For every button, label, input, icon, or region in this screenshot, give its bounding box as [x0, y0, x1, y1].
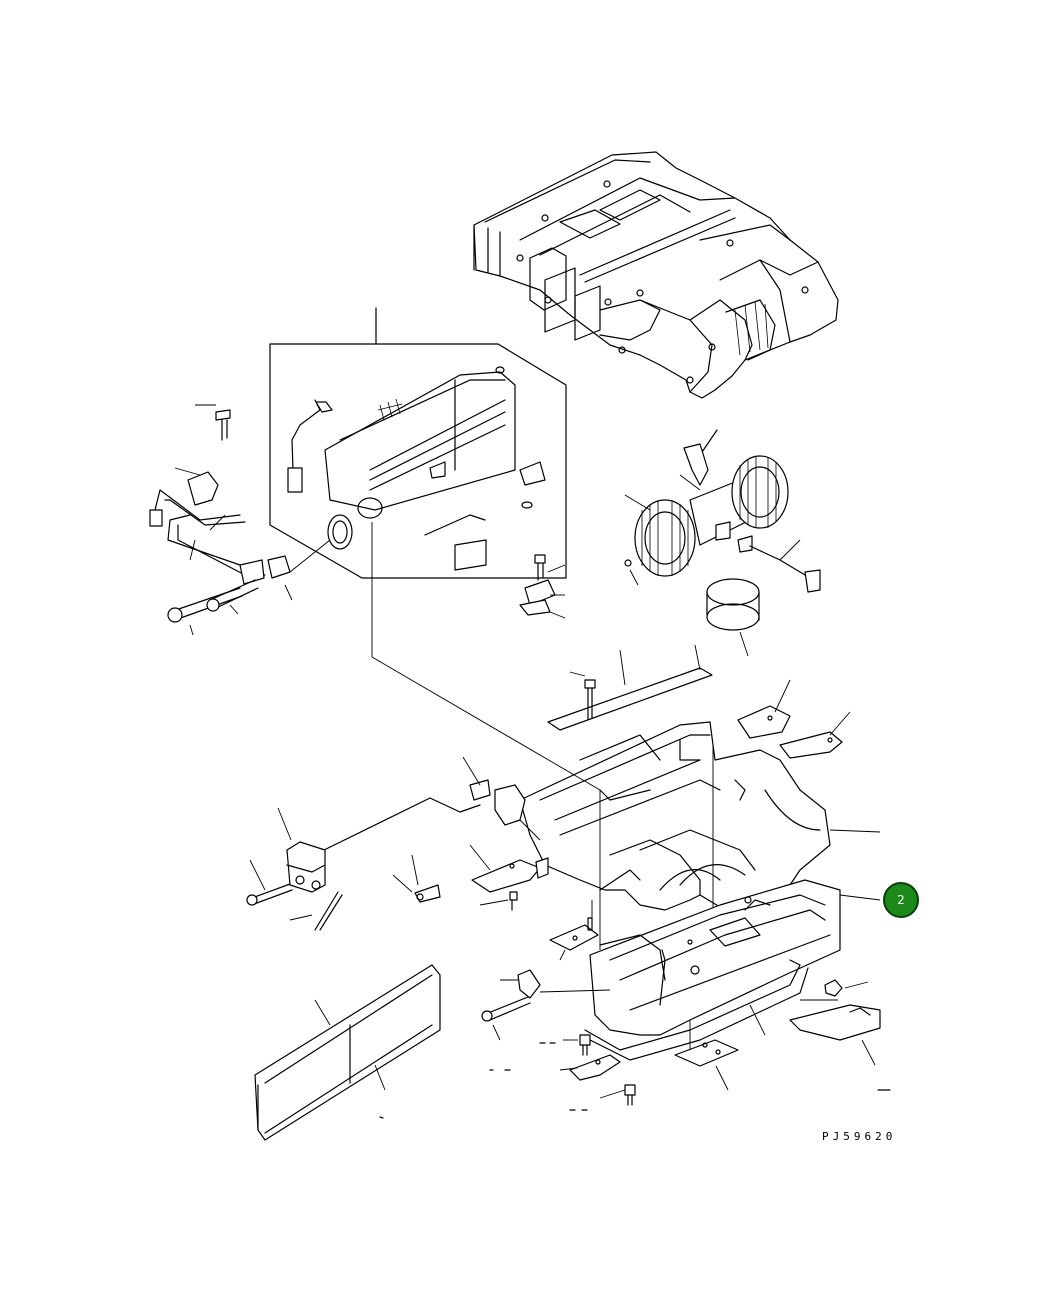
callout-badge-label: 2 [897, 893, 905, 907]
callout-badge[interactable]: 2 [883, 882, 919, 918]
blower-fan-motor [624, 429, 821, 657]
drawing-code: PJ59620 [822, 1130, 897, 1143]
air-filter-panel [254, 964, 441, 1141]
hardware-fasteners [519, 554, 851, 759]
lower-housing-case [549, 879, 881, 1061]
refrigerant-piping [149, 404, 331, 636]
assembled-ac-unit [473, 151, 839, 399]
evaporator-subassembly [269, 307, 567, 579]
damper-actuator [246, 797, 549, 931]
main-housing-case [371, 522, 881, 1005]
lower-hardware [481, 969, 891, 1111]
